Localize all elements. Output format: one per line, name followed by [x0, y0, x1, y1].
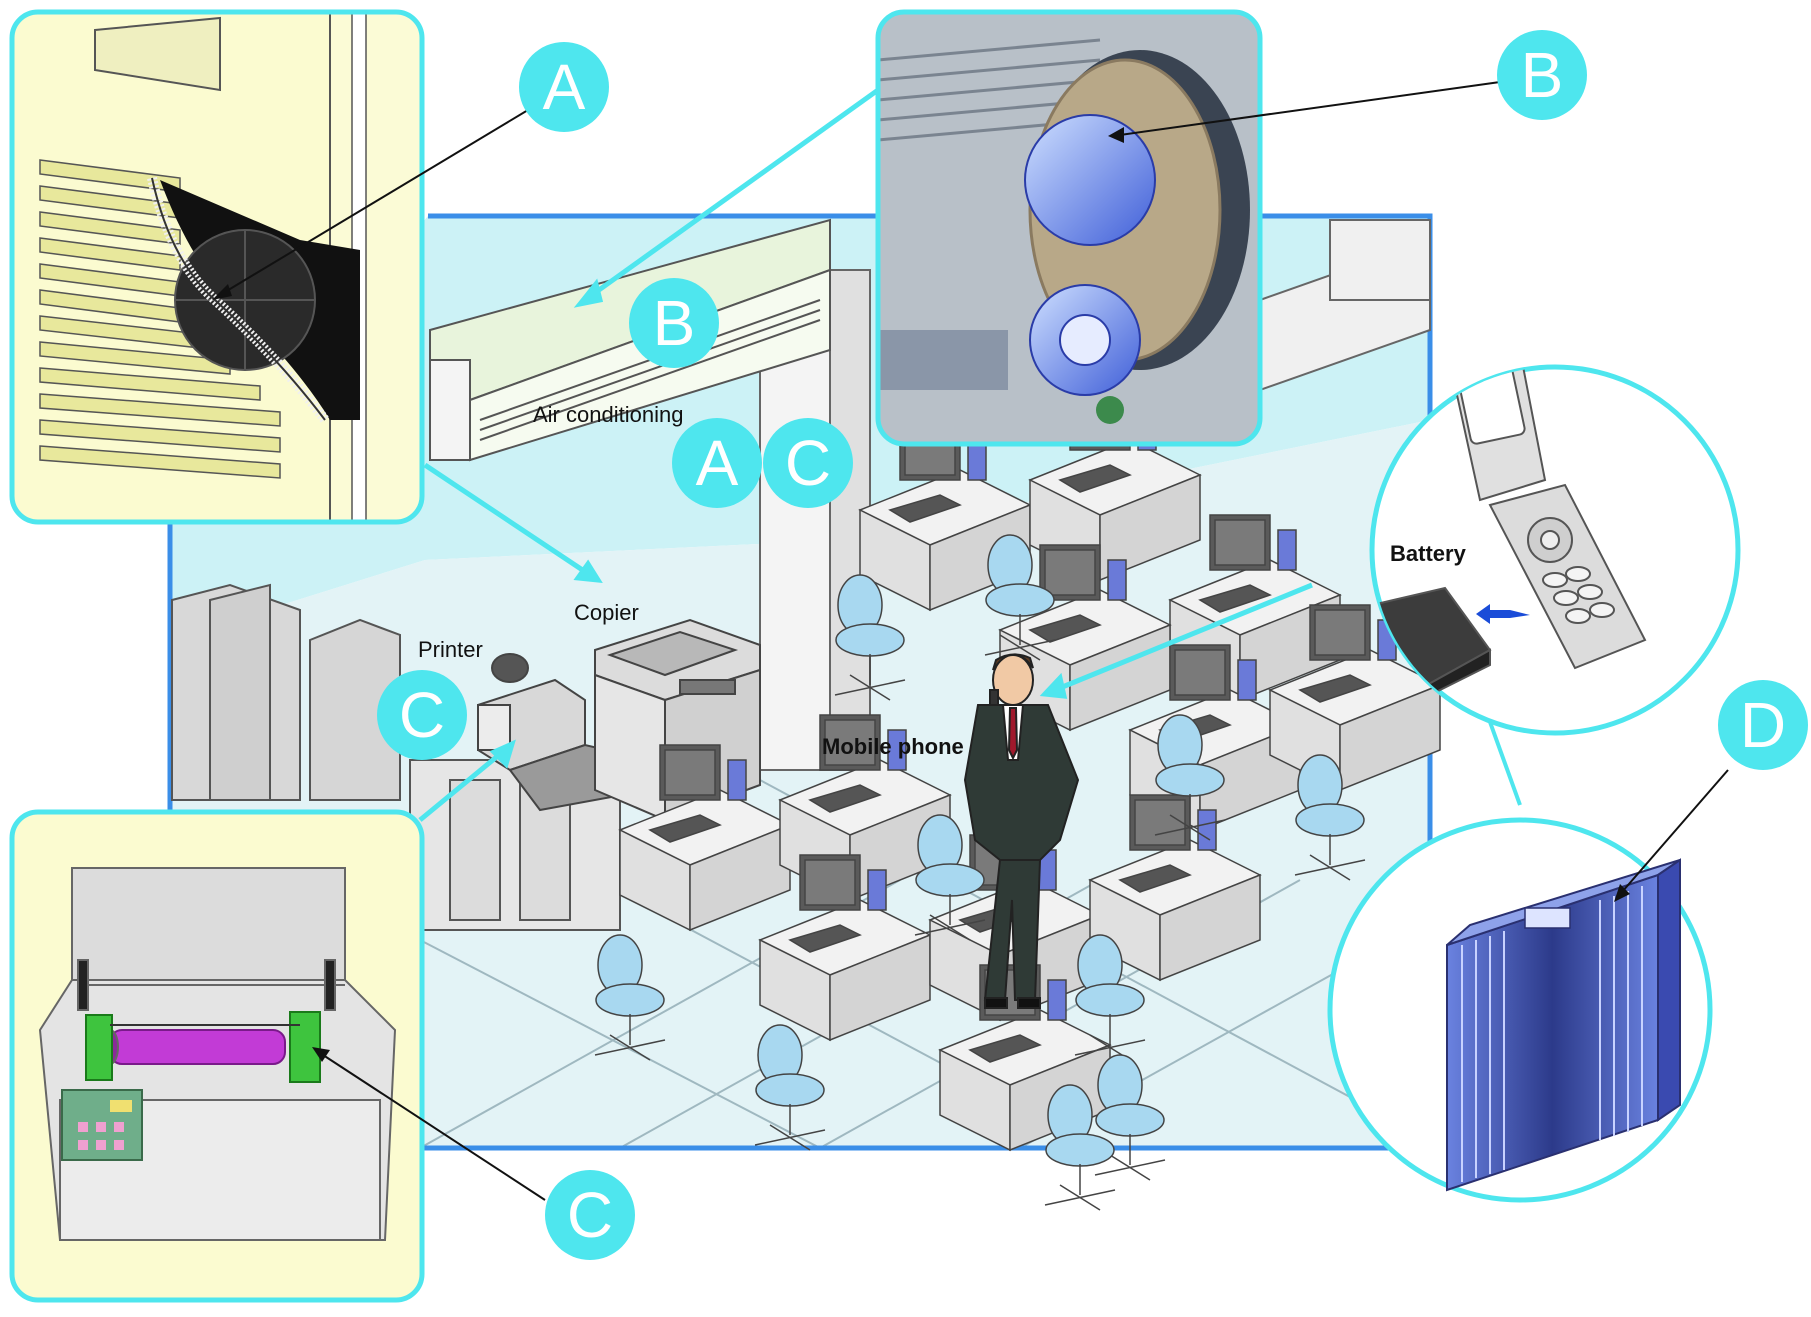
marker-c-printer: C	[377, 670, 467, 760]
air-conditioning-label: Air conditioning	[533, 404, 683, 426]
mobile-phone-label: Mobile phone	[822, 736, 964, 758]
marker-b-top: B	[1497, 30, 1587, 120]
marker-c-bottom: C	[545, 1170, 635, 1260]
printer-label: Printer	[418, 639, 483, 661]
marker-b-aircon: B	[629, 278, 719, 368]
pillar	[760, 300, 830, 770]
copier-label: Copier	[574, 602, 639, 624]
marker-c-aircon: C	[763, 418, 853, 508]
battery-label: Battery	[1390, 543, 1466, 565]
marker-d: D	[1718, 680, 1808, 770]
marker-a-top: A	[519, 42, 609, 132]
marker-a-copier: A	[672, 418, 762, 508]
